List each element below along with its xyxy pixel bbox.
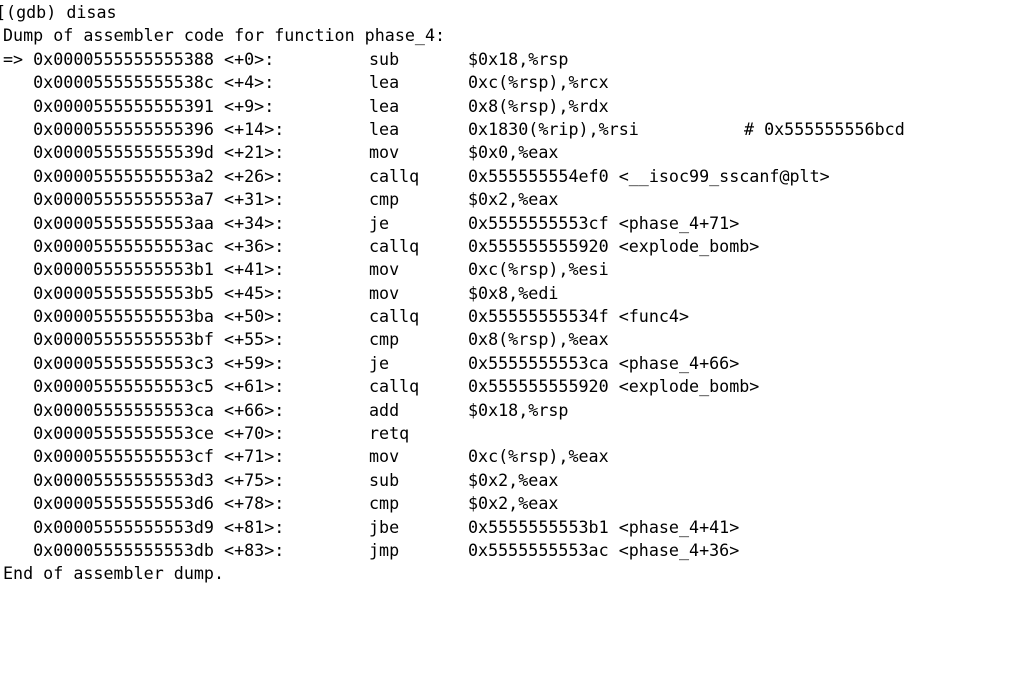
disasm-row: 0x00005555555553a2 <+26>: callq 0x555555… bbox=[0, 165, 1024, 188]
instruction-mnemonic: cmp bbox=[369, 189, 400, 210]
dump-footer: End of assembler dump. bbox=[3, 563, 225, 584]
disasm-row: 0x00005555555553cf <+71>: mov 0xc(%rsp),… bbox=[0, 445, 1024, 468]
instruction-operands: 0xc(%rsp),%eax bbox=[468, 446, 609, 467]
instruction-address: 0x000055555555539d <+21>: bbox=[3, 142, 285, 163]
instruction-operands: $0x18,%rsp bbox=[468, 48, 569, 69]
disasm-row: 0x00005555555553c3 <+59>: je 0x555555555… bbox=[0, 352, 1024, 375]
disasm-row: 0x00005555555553bf <+55>: cmp 0x8(%rsp),… bbox=[0, 328, 1024, 351]
disasm-row: 0x00005555555553d3 <+75>: sub $0x2,%eax bbox=[0, 469, 1024, 492]
instruction-address: 0x00005555555553d3 <+75>: bbox=[3, 469, 285, 490]
instruction-mnemonic: cmp bbox=[369, 329, 400, 350]
instruction-mnemonic: callq bbox=[369, 376, 420, 397]
instruction-address: 0x00005555555553bf <+55>: bbox=[3, 329, 285, 350]
instruction-operands: 0x5555555553ac <phase_4+36> bbox=[468, 539, 740, 560]
instruction-mnemonic: jmp bbox=[369, 539, 400, 560]
instruction-address: 0x00005555555553a2 <+26>: bbox=[3, 165, 285, 186]
instruction-mnemonic: callq bbox=[369, 235, 420, 256]
instruction-mnemonic: mov bbox=[369, 259, 400, 280]
instruction-comment: # 0x555555556bcd bbox=[744, 118, 905, 139]
instruction-operands: 0x5555555553cf <phase_4+71> bbox=[468, 212, 740, 233]
instruction-address: 0x00005555555553d6 <+78>: bbox=[3, 493, 285, 514]
instruction-mnemonic: mov bbox=[369, 282, 400, 303]
instruction-operands: 0x5555555553ca <phase_4+66> bbox=[468, 352, 740, 373]
instruction-operands: 0x8(%rsp),%eax bbox=[468, 329, 609, 350]
disasm-row: 0x000055555555538c <+4>: lea 0xc(%rsp),%… bbox=[0, 71, 1024, 94]
instruction-address: => 0x0000555555555388 <+0>: bbox=[3, 48, 275, 69]
instruction-operands: $0x18,%rsp bbox=[468, 399, 569, 420]
instruction-mnemonic: cmp bbox=[369, 493, 400, 514]
disasm-row: 0x0000555555555391 <+9>: lea 0x8(%rsp),%… bbox=[0, 95, 1024, 118]
instruction-address: 0x00005555555553c3 <+59>: bbox=[3, 352, 285, 373]
instruction-mnemonic: sub bbox=[369, 469, 400, 490]
instruction-address: 0x00005555555553b5 <+45>: bbox=[3, 282, 285, 303]
dump-header: Dump of assembler code for function phas… bbox=[3, 25, 446, 46]
instruction-mnemonic: lea bbox=[369, 72, 400, 93]
instruction-address: 0x00005555555553ca <+66>: bbox=[3, 399, 285, 420]
instruction-address: 0x00005555555553cf <+71>: bbox=[3, 446, 285, 467]
instruction-mnemonic: retq bbox=[369, 423, 410, 444]
instruction-operands: $0x2,%eax bbox=[468, 189, 559, 210]
instruction-address: 0x000055555555538c <+4>: bbox=[3, 72, 275, 93]
instruction-operands: 0x5555555553b1 <phase_4+41> bbox=[468, 516, 740, 537]
disasm-row: 0x00005555555553d9 <+81>: jbe 0x55555555… bbox=[0, 516, 1024, 539]
instruction-mnemonic: lea bbox=[369, 95, 400, 116]
disasm-row: 0x0000555555555396 <+14>: lea 0x1830(%ri… bbox=[0, 118, 1024, 141]
instruction-mnemonic: callq bbox=[369, 165, 420, 186]
instruction-mnemonic: je bbox=[369, 352, 390, 373]
disassembly-listing: => 0x0000555555555388 <+0>: sub $0x18,%r… bbox=[0, 48, 1024, 563]
instruction-mnemonic: add bbox=[369, 399, 400, 420]
disasm-row: 0x000055555555539d <+21>: mov $0x0,%eax bbox=[0, 141, 1024, 164]
gdb-prompt-line: [(gdb) disas bbox=[0, 1, 1024, 24]
instruction-address: 0x00005555555553ac <+36>: bbox=[3, 235, 285, 256]
instruction-mnemonic: mov bbox=[369, 446, 400, 467]
disasm-row: 0x00005555555553ca <+66>: add $0x18,%rsp bbox=[0, 399, 1024, 422]
instruction-mnemonic: mov bbox=[369, 142, 400, 163]
instruction-address: 0x00005555555553c5 <+61>: bbox=[3, 376, 285, 397]
instruction-operands: 0x8(%rsp),%rdx bbox=[468, 95, 609, 116]
gdb-command: [(gdb) disas bbox=[0, 2, 117, 22]
instruction-address: 0x00005555555553ba <+50>: bbox=[3, 306, 285, 327]
instruction-address: 0x00005555555553b1 <+41>: bbox=[3, 259, 285, 280]
instruction-operands: 0xc(%rsp),%esi bbox=[468, 259, 609, 280]
instruction-operands: $0x8,%edi bbox=[468, 282, 559, 303]
instruction-operands: 0x555555554ef0 <__isoc99_sscanf@plt> bbox=[468, 165, 830, 186]
disasm-row: 0x00005555555553ce <+70>: retq bbox=[0, 422, 1024, 445]
instruction-address: 0x00005555555553aa <+34>: bbox=[3, 212, 285, 233]
instruction-operands: $0x2,%eax bbox=[468, 493, 559, 514]
disasm-row: 0x00005555555553c5 <+61>: callq 0x555555… bbox=[0, 375, 1024, 398]
terminal-output[interactable]: [(gdb) disas Dump of assembler code for … bbox=[0, 0, 1024, 586]
disasm-row: 0x00005555555553aa <+34>: je 0x555555555… bbox=[0, 212, 1024, 235]
disasm-row: 0x00005555555553b5 <+45>: mov $0x8,%edi bbox=[0, 282, 1024, 305]
instruction-operands: 0xc(%rsp),%rcx bbox=[468, 72, 609, 93]
instruction-mnemonic: callq bbox=[369, 306, 420, 327]
instruction-mnemonic: lea bbox=[369, 118, 400, 139]
instruction-mnemonic: sub bbox=[369, 48, 400, 69]
instruction-address: 0x00005555555553ce <+70>: bbox=[3, 423, 285, 444]
instruction-address: 0x0000555555555396 <+14>: bbox=[3, 118, 285, 139]
instruction-operands: $0x0,%eax bbox=[468, 142, 559, 163]
disasm-row: => 0x0000555555555388 <+0>: sub $0x18,%r… bbox=[0, 48, 1024, 71]
instruction-mnemonic: jbe bbox=[369, 516, 400, 537]
instruction-address: 0x0000555555555391 <+9>: bbox=[3, 95, 275, 116]
disasm-row: 0x00005555555553ba <+50>: callq 0x555555… bbox=[0, 305, 1024, 328]
instruction-operands: 0x1830(%rip),%rsi bbox=[468, 118, 639, 139]
instruction-address: 0x00005555555553db <+83>: bbox=[3, 539, 285, 560]
disasm-row: 0x00005555555553ac <+36>: callq 0x555555… bbox=[0, 235, 1024, 258]
disasm-row: 0x00005555555553d6 <+78>: cmp $0x2,%eax bbox=[0, 492, 1024, 515]
disasm-row: 0x00005555555553a7 <+31>: cmp $0x2,%eax bbox=[0, 188, 1024, 211]
instruction-address: 0x00005555555553d9 <+81>: bbox=[3, 516, 285, 537]
disasm-row: 0x00005555555553db <+83>: jmp 0x55555555… bbox=[0, 539, 1024, 562]
instruction-operands: 0x555555555920 <explode_bomb> bbox=[468, 376, 760, 397]
instruction-operands: 0x555555555920 <explode_bomb> bbox=[468, 235, 760, 256]
instruction-operands: $0x2,%eax bbox=[468, 469, 559, 490]
instruction-address: 0x00005555555553a7 <+31>: bbox=[3, 189, 285, 210]
disasm-row: 0x00005555555553b1 <+41>: mov 0xc(%rsp),… bbox=[0, 258, 1024, 281]
instruction-mnemonic: je bbox=[369, 212, 390, 233]
instruction-operands: 0x55555555534f <func4> bbox=[468, 306, 690, 327]
